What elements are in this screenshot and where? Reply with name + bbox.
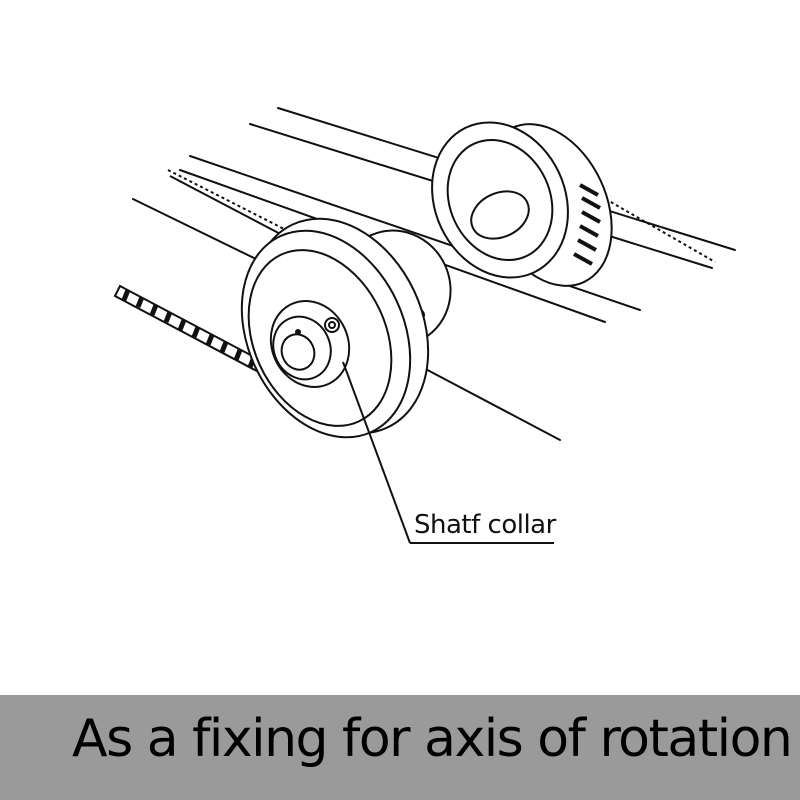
- pulley-diagram: [113, 107, 736, 544]
- rear-pulley: [431, 121, 613, 287]
- shaft-collar: [269, 300, 351, 388]
- callout-label-shaft-collar: Shatf collar: [414, 510, 556, 540]
- caption-bar: As a fixing for axis of rotation: [0, 695, 800, 800]
- callout-leader: [342, 361, 554, 544]
- upper-belt: [167, 169, 716, 263]
- caption-text: As a fixing for axis of rotation: [72, 709, 793, 769]
- shaft-line-lower-a: [132, 198, 259, 261]
- shaft-line-lower-b: [417, 364, 561, 441]
- lower-belt: [113, 284, 277, 380]
